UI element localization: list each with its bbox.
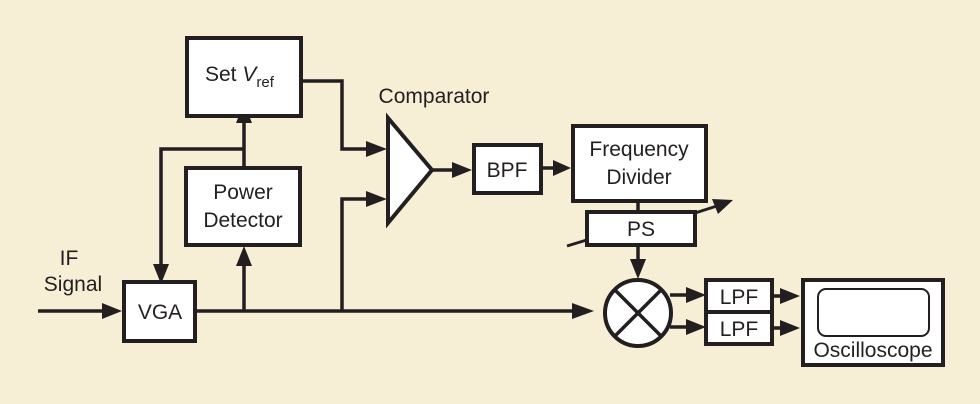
power-detector-label-line1: Power <box>213 181 273 204</box>
arrow-into-lpf-top <box>686 287 706 303</box>
wire-feedback-to-vga <box>159 147 244 270</box>
lpf-bottom-label: LPF <box>720 318 759 341</box>
lpf-top-block: LPF <box>704 278 774 314</box>
ps-label: PS <box>627 218 655 241</box>
oscilloscope-screen-icon <box>817 288 930 337</box>
bpf-label: BPF <box>487 159 528 182</box>
power-detector-block: Power Detector <box>184 166 302 247</box>
phase-shifter-block: PS <box>585 210 697 247</box>
arrow-into-divider <box>553 160 571 176</box>
comparator-label: Comparator <box>379 85 490 108</box>
comparator-block: Comparator <box>379 85 490 229</box>
if-signal-label-line2: Signal <box>44 273 102 296</box>
wire-signal-to-comparator <box>340 197 372 311</box>
mixer-block <box>603 278 673 348</box>
lpf-bottom-block: LPF <box>704 310 774 346</box>
frequency-divider-label-line2: Divider <box>606 166 671 189</box>
arrow-into-mixer-left <box>572 303 594 319</box>
arrow-into-scope-bottom <box>780 320 800 336</box>
if-signal-label-line1: IF <box>60 247 79 270</box>
set-vref-block: Set Vref <box>185 36 303 118</box>
arrow-into-vga <box>102 303 122 319</box>
arrow-into-scope-top <box>780 288 800 304</box>
set-vref-label: Set Vref <box>205 63 275 91</box>
arrow-into-comparator-top <box>366 141 387 157</box>
ps-variable-arrowhead <box>712 199 733 214</box>
arrow-into-comparator-bottom <box>366 191 387 207</box>
oscilloscope-label: Oscilloscope <box>813 339 932 362</box>
mixer-cross-line-2 <box>613 288 663 338</box>
oscilloscope-block: Oscilloscope <box>801 278 945 367</box>
power-detector-label-line2: Detector <box>203 209 282 232</box>
arrow-into-lpf-bottom <box>686 319 706 335</box>
bpf-block: BPF <box>472 143 543 195</box>
frequency-divider-block: Frequency Divider <box>571 124 708 203</box>
vga-label: VGA <box>138 301 182 324</box>
wire-vref-to-comparator <box>301 79 372 151</box>
arrow-into-vga-top <box>153 264 169 284</box>
arrow-into-bpf <box>452 162 472 178</box>
comparator-triangle <box>386 112 435 229</box>
arrow-into-mixer-top <box>630 259 646 279</box>
arrow-into-power-detector <box>236 246 252 266</box>
frequency-divider-label-line1: Frequency <box>589 138 689 161</box>
vga-block: VGA <box>122 280 197 343</box>
lpf-top-label: LPF <box>720 286 759 309</box>
